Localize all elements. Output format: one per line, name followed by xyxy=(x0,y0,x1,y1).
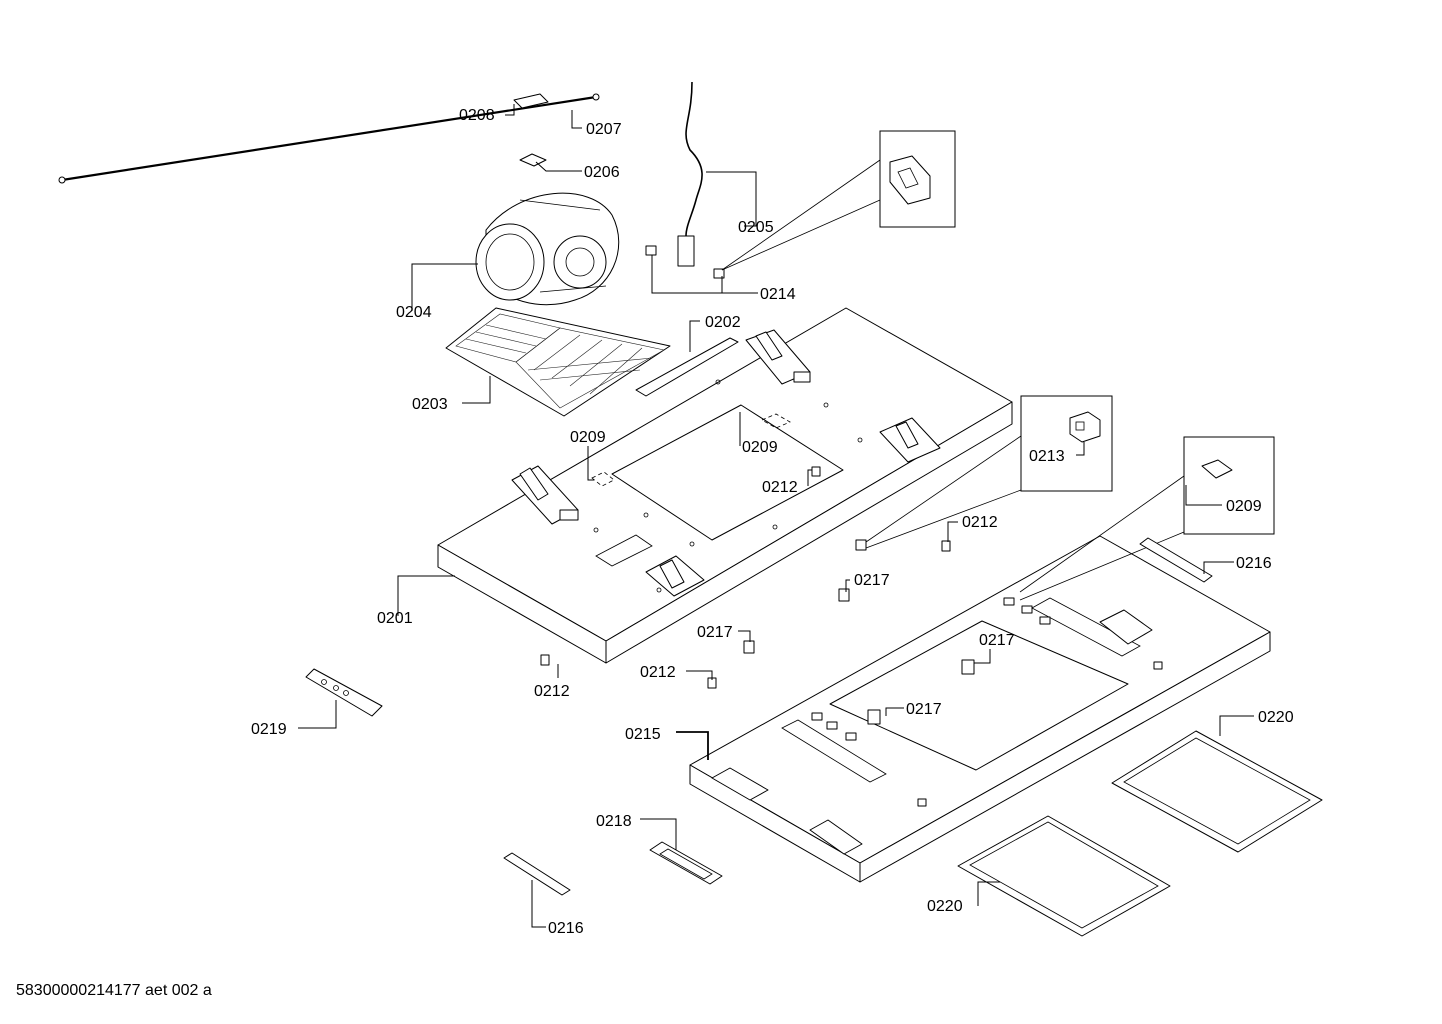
part-0203-grease-filter xyxy=(445,307,671,417)
part-0212-clip-c xyxy=(540,654,550,666)
label-0208: 0208 xyxy=(459,107,495,124)
part-0220-filter-left xyxy=(957,815,1171,937)
label-0216-a: 0216 xyxy=(1236,555,1272,572)
label-0217-b: 0217 xyxy=(697,624,733,641)
label-0217-d: 0217 xyxy=(906,701,942,718)
part-0217-clip-b xyxy=(743,640,755,654)
part-0216-strip-left xyxy=(503,852,571,896)
label-0214: 0214 xyxy=(760,286,796,303)
label-0203: 0203 xyxy=(412,396,448,413)
label-0215: 0215 xyxy=(625,726,661,743)
label-0206: 0206 xyxy=(584,164,620,181)
part-0217-clip-a xyxy=(838,588,850,602)
label-0212-a: 0212 xyxy=(762,479,798,496)
part-0209-dash-outline-a xyxy=(591,471,615,487)
label-0220-b: 0220 xyxy=(927,898,963,915)
label-0217-c: 0217 xyxy=(979,632,1015,649)
part-0208-clip xyxy=(513,93,549,109)
housing-bracket-back-left xyxy=(745,329,811,385)
part-0217-clip-c xyxy=(961,659,975,675)
part-0212-clip-a xyxy=(811,466,821,477)
label-0219: 0219 xyxy=(251,721,287,738)
label-0212-c: 0212 xyxy=(640,664,676,681)
document-id: 58300000214177 aet 002 a xyxy=(16,982,212,999)
part-0219-remote-control xyxy=(305,668,383,717)
label-0207: 0207 xyxy=(586,121,622,138)
part-0220-filter-right xyxy=(1111,730,1323,853)
part-0217-clip-d xyxy=(867,709,881,725)
label-0216-b: 0216 xyxy=(548,920,584,937)
label-0212-b: 0212 xyxy=(962,514,998,531)
part-0212-clip-b xyxy=(941,540,951,552)
label-0209-b: 0209 xyxy=(742,439,778,456)
part-0207-cable-rod xyxy=(58,93,600,184)
label-0220-a: 0220 xyxy=(1258,709,1294,726)
label-0201: 0201 xyxy=(377,610,413,627)
label-0218: 0218 xyxy=(596,813,632,830)
part-0201-housing-plate xyxy=(437,307,1013,664)
part-0213-sensor-detail xyxy=(855,395,1113,551)
label-0205: 0205 xyxy=(738,219,774,236)
leader-lines xyxy=(298,104,1254,928)
part-0209-clip-detail xyxy=(1019,436,1275,601)
part-0218-bracket xyxy=(649,841,723,885)
label-0209-c: 0209 xyxy=(1226,498,1262,515)
housing-bracket-front-left xyxy=(511,465,579,525)
label-0204: 0204 xyxy=(396,304,432,321)
lower-panel-handle-right xyxy=(809,819,863,855)
part-0215-lower-panel xyxy=(689,535,1271,883)
part-labels: 0208 0207 0206 0205 0214 0204 0202 0203 … xyxy=(251,107,1294,937)
part-0204-blower-motor xyxy=(475,192,620,306)
part-0202-rail xyxy=(635,337,739,397)
lower-panel-handle-left xyxy=(711,767,769,801)
label-0212-d: 0212 xyxy=(534,683,570,700)
housing-bracket-back-right xyxy=(879,417,941,463)
part-0216-strip-right xyxy=(1139,537,1213,583)
housing-bracket-front-right xyxy=(645,555,705,597)
label-0202: 0202 xyxy=(705,314,741,331)
part-0205-cable-connector xyxy=(645,81,703,267)
label-0217-a: 0217 xyxy=(854,572,890,589)
part-0214-clip xyxy=(713,130,956,279)
part-0206-mounting-plate xyxy=(519,153,547,167)
label-0209-a: 0209 xyxy=(570,429,606,446)
label-0213: 0213 xyxy=(1029,448,1065,465)
part-0209-dash-outline-b xyxy=(761,413,791,429)
